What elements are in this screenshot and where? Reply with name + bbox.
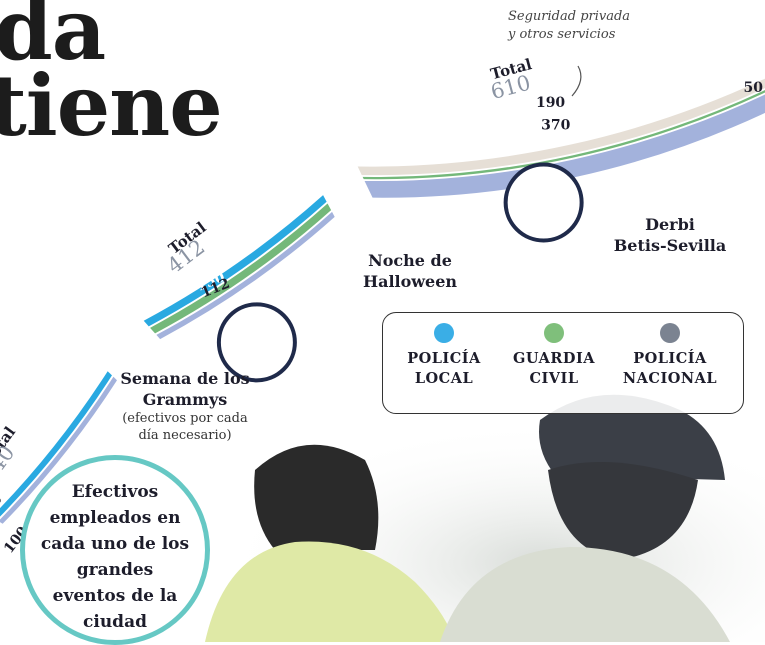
event-label-derbi: Derbi Betis-Sevilla	[590, 214, 750, 256]
arc-band-policia-local	[0, 371, 112, 517]
value-label: 50	[743, 80, 763, 96]
annotation-pointer	[571, 65, 582, 97]
event-label-line: Halloween	[362, 272, 458, 291]
person-right-shirt	[440, 547, 730, 642]
event-label-grammys: Semana de los Grammys	[100, 368, 270, 410]
total-value: 240	[0, 441, 19, 488]
event-label-halloween: Noche de Halloween	[335, 250, 485, 292]
headline-line-1: da	[0, 0, 106, 79]
event-label-line: Semana de los	[120, 369, 250, 388]
legend-dot	[434, 323, 454, 343]
person-left-hair	[254, 444, 379, 550]
arc-band-guardia-civil	[150, 203, 332, 334]
arc-band-policia-nacional	[156, 211, 335, 340]
event-sublabel-grammys: (efectivos por cada día necesario)	[100, 410, 270, 444]
person-left-shirt	[205, 541, 455, 642]
legend-dot	[544, 323, 564, 343]
soccer-ball-icon	[503, 162, 584, 243]
arc-band-seguridad-privada	[357, 78, 765, 176]
pumpkin-icon	[216, 302, 297, 383]
callout-circle: Efectivos empleados en cada uno de los g…	[20, 455, 210, 645]
value-label: 190	[536, 95, 565, 111]
event-label-line: Derbi	[645, 215, 695, 234]
person-right-cap	[539, 394, 725, 480]
event-sublabel-line: (efectivos por cada	[122, 411, 248, 426]
arc-band-policia-nacional	[0, 376, 117, 524]
event-label-line: Noche de	[368, 251, 452, 270]
arc-band-policia-local	[143, 195, 327, 327]
headline-line-2: tiene	[0, 56, 223, 155]
person-right-head	[548, 462, 698, 560]
event-label-line: Betis-Sevilla	[613, 236, 727, 255]
annotation-private-security: Seguridad privada y otros servicios	[508, 9, 631, 42]
legend-dot	[660, 323, 680, 343]
value-label: 370	[541, 117, 570, 133]
event-label-line: Grammys	[142, 390, 228, 409]
callout-text: Efectivos empleados en cada uno de los g…	[40, 482, 190, 632]
event-sublabel-line: día necesario)	[138, 428, 232, 443]
